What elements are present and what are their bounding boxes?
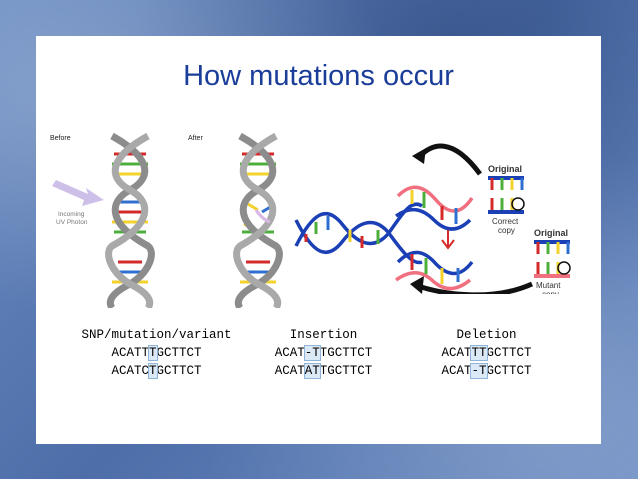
deletion-seq-mutant: ACAT-TGCTTCT <box>441 363 532 379</box>
original-bottom-block <box>534 240 571 278</box>
insertion-column: Insertion ACAT-TTGCTTCT ACATATTGCTTCT <box>256 326 391 380</box>
dna-helix-before <box>105 132 155 308</box>
deletion-seq-original: ACATTTGCTTCT <box>441 345 532 361</box>
snp-highlight: T <box>148 363 158 379</box>
deletion-column: Deletion ACATTTGCTTCT ACAT-TGCTTCT <box>419 326 554 380</box>
snp-seq-mutant: ACATCTGCTTCT <box>111 363 202 379</box>
snp-highlight: T <box>148 345 158 361</box>
snp-seq-original: ACATTTGCTTCT <box>111 345 202 361</box>
original-top-block <box>488 176 525 214</box>
base-ticks <box>304 190 460 284</box>
photon-label-line2: UV Photon <box>56 219 88 226</box>
insertion-heading: Insertion <box>289 328 358 342</box>
mutant-copy-line2: copy <box>542 290 559 294</box>
down-arrow <box>441 230 455 250</box>
correct-copy-line2: copy <box>498 226 515 235</box>
before-label: Before <box>50 135 71 142</box>
insertion-seq-mutant: ACATATTGCTTCT <box>274 363 373 379</box>
original-label-bottom: Original <box>534 228 568 238</box>
deletion-highlight: TT <box>470 345 488 361</box>
deletion-heading: Deletion <box>456 328 517 342</box>
original-label-top: Original <box>488 164 522 174</box>
insertion-highlight: AT <box>303 363 321 379</box>
photon-label-line1: Incoming <box>58 211 85 218</box>
mutant-copy-line1: Mutant <box>536 281 561 290</box>
deletion-highlight: -T <box>470 363 488 379</box>
after-label: After <box>188 135 203 142</box>
uv-photon-arrow <box>52 180 104 206</box>
dna-uv-figure: Before After Incoming UV Photon <box>50 132 283 308</box>
insertion-seq-original: ACAT-TTGCTTCT <box>274 345 373 361</box>
slide-title: How mutations occur <box>183 60 454 92</box>
snp-heading: SNP/mutation/variant <box>81 328 232 342</box>
correct-copy-line1: Correct <box>492 217 519 226</box>
dna-helix-after <box>233 132 283 308</box>
insertion-highlight: -T <box>303 345 321 361</box>
snp-column: SNP/mutation/variant ACATTTGCTTCT ACATCT… <box>64 326 249 380</box>
dna-strands <box>294 185 474 291</box>
replication-figure: Original Correct copy Original Mutant co… <box>294 143 571 294</box>
slide: How mutations occur Before After Incomin… <box>36 36 601 444</box>
